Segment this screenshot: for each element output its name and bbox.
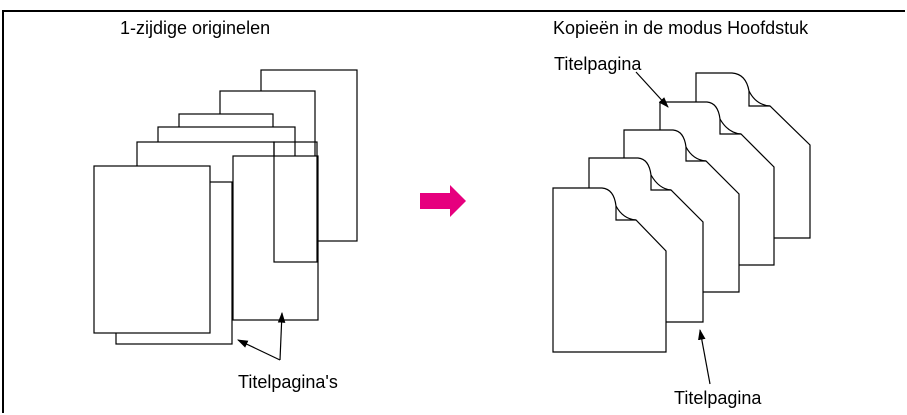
original-sheet-stack	[93, 69, 358, 345]
original-sheet	[232, 155, 319, 321]
diagram-frame	[2, 10, 905, 413]
direction-arrow	[420, 185, 466, 217]
title-pages-pointer-arrow	[277, 311, 286, 361]
bottom-title-page-pointer-arrow	[698, 328, 711, 385]
original-sheet	[93, 165, 211, 334]
page-fold-lines	[615, 91, 770, 221]
left-title-pages-label: Titelpagina's	[238, 372, 338, 392]
right-panel-title: Kopieën in de modus Hoofdstuk	[553, 18, 809, 38]
top-title-page-label: Titelpagina	[554, 54, 642, 74]
top-title-page-pointer-arrow	[635, 71, 669, 108]
left-panel-title: 1-zijdige originelen	[120, 18, 271, 38]
original-sheet	[273, 141, 318, 263]
copy-page-stack	[552, 72, 811, 353]
title-pages-pointer-arrow	[237, 339, 281, 361]
bottom-title-page-label: Titelpagina	[674, 388, 762, 408]
